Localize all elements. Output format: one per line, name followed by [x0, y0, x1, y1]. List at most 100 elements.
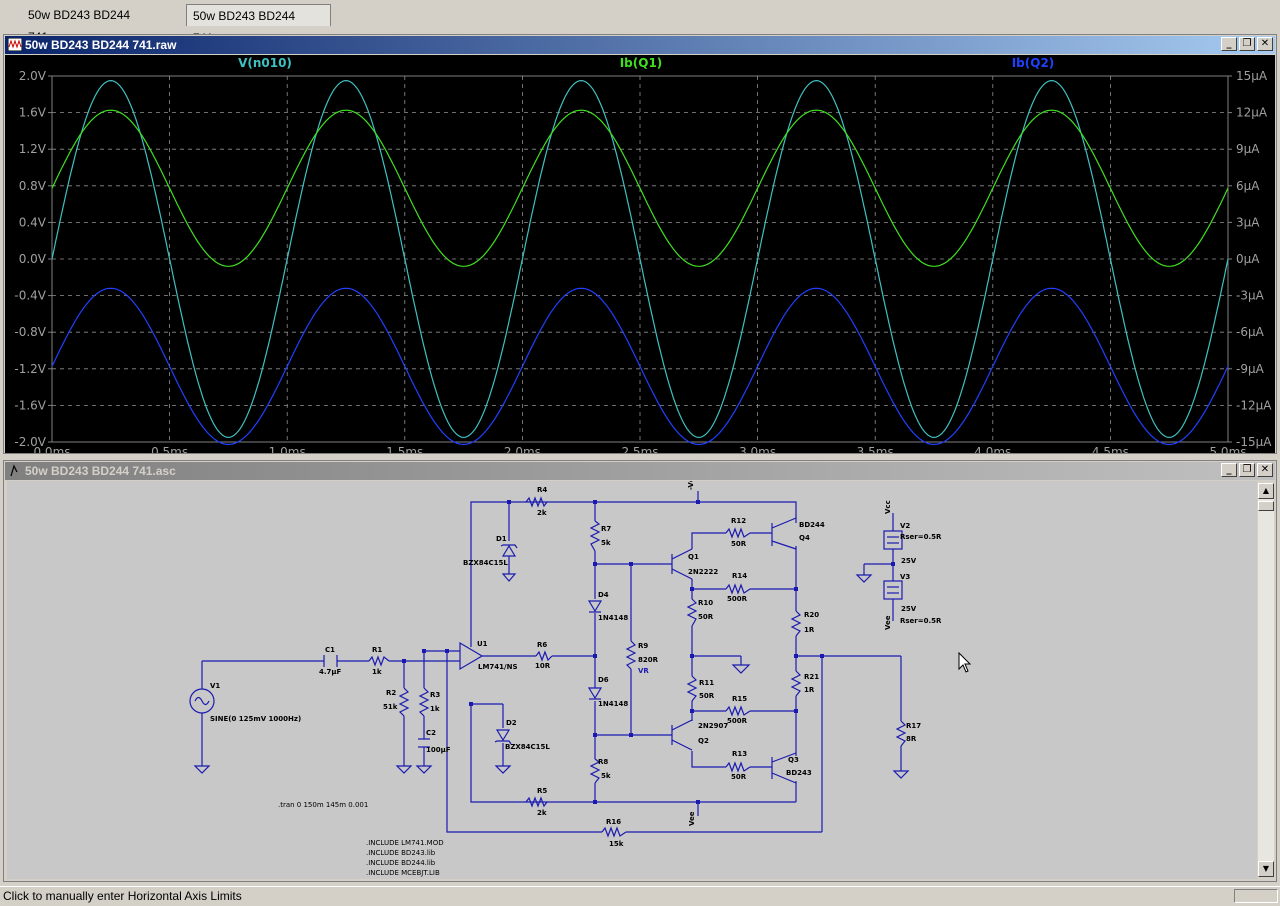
y2-tick-label[interactable]: 12µA [1236, 106, 1268, 120]
x-tick-label[interactable]: 4.5ms [1092, 445, 1129, 453]
component-label[interactable]: 50R [699, 692, 715, 700]
x-tick-label[interactable]: 0.5ms [151, 445, 188, 453]
component-label[interactable]: R10 [698, 599, 713, 607]
component-label[interactable]: Vcc [884, 500, 892, 514]
component-label[interactable]: 51k [383, 703, 398, 711]
component-label[interactable]: Rser=0.5R [900, 533, 942, 541]
schematic-minimize-button[interactable]: _ [1221, 463, 1237, 477]
component-label[interactable]: R14 [732, 572, 747, 580]
minimize-button[interactable]: _ [1221, 37, 1237, 51]
y2-tick-label[interactable]: -12µA [1236, 398, 1272, 412]
component-label[interactable]: C1 [325, 646, 335, 654]
scroll-up-button[interactable]: ▲ [1258, 483, 1274, 499]
y2-tick-label[interactable]: 9µA [1236, 142, 1260, 156]
scroll-down-button[interactable]: ▼ [1258, 861, 1274, 877]
component-label[interactable]: 15k [609, 840, 624, 848]
include-directive[interactable]: .INCLUDE BD243.lib [366, 849, 436, 857]
schematic-maximize-button[interactable]: ❐ [1239, 463, 1255, 477]
include-directive[interactable]: .INCLUDE LM741.MOD [366, 839, 444, 847]
x-tick-label[interactable]: 2.0ms [504, 445, 541, 453]
component-label[interactable]: D1 [496, 535, 507, 543]
component-label[interactable]: Q4 [799, 534, 810, 542]
component-label[interactable]: 1R [804, 686, 815, 694]
component-label[interactable]: 1R [804, 626, 815, 634]
y2-tick-label[interactable]: -15µA [1236, 435, 1272, 449]
include-directive[interactable]: .INCLUDE BD244.lib [366, 859, 436, 867]
component-label[interactable]: R21 [804, 673, 819, 681]
y-tick-label[interactable]: -1.2V [14, 362, 46, 376]
component-label[interactable]: BZX84C15L [505, 743, 550, 751]
component-label[interactable]: R11 [699, 679, 714, 687]
component-label[interactable]: 2N2907 [698, 722, 728, 730]
component-label[interactable]: R6 [537, 641, 547, 649]
component-label[interactable]: D2 [506, 719, 517, 727]
x-tick-label[interactable]: 4.0ms [974, 445, 1011, 453]
component-label[interactable]: 25V [901, 605, 917, 613]
tab-waveform-raw[interactable]: 50w BD243 BD244 741.raw [186, 4, 331, 45]
y-tick-label[interactable]: 0.8V [19, 179, 47, 193]
component-label[interactable]: Q3 [788, 756, 799, 764]
component-label[interactable]: 8R [906, 735, 917, 743]
component-label[interactable]: 1k [372, 668, 382, 676]
scroll-thumb[interactable] [1258, 501, 1274, 511]
y2-tick-label[interactable]: 3µA [1236, 215, 1260, 229]
schematic-window-titlebar[interactable]: 50w BD243 BD244 741.asc _ ❐ ✕ [5, 462, 1275, 480]
x-tick-label[interactable]: 3.0ms [739, 445, 776, 453]
component-label[interactable]: 1N4148 [598, 614, 628, 622]
legend-entry-1[interactable]: Ib(Q1) [620, 56, 663, 70]
component-label[interactable]: R9 [638, 642, 648, 650]
component-label[interactable]: 2k [537, 809, 547, 817]
component-label[interactable]: 50R [731, 540, 747, 548]
component-label[interactable]: 50R [698, 613, 714, 621]
component-label[interactable]: Q2 [698, 737, 709, 745]
component-label[interactable]: R3 [430, 691, 440, 699]
waveform-window-titlebar[interactable]: 50w BD243 BD244 741.raw _ ❐ ✕ [5, 36, 1275, 54]
y2-tick-label[interactable]: -6µA [1236, 325, 1265, 339]
component-label[interactable]: 1k [430, 705, 440, 713]
component-label[interactable]: 500R [727, 717, 748, 725]
component-label[interactable]: R17 [906, 722, 921, 730]
component-label[interactable]: 820R [638, 656, 659, 664]
component-label[interactable]: 5k [601, 539, 611, 547]
component-label[interactable]: D4 [598, 591, 609, 599]
y-tick-label[interactable]: 1.2V [19, 142, 47, 156]
component-label[interactable]: R13 [732, 750, 747, 758]
close-button[interactable]: ✕ [1257, 37, 1273, 51]
component-label[interactable]: BZX84C15L [463, 559, 508, 567]
component-label[interactable]: 5k [601, 772, 611, 780]
x-tick-label[interactable]: 2.5ms [621, 445, 658, 453]
y-tick-label[interactable]: -0.4V [14, 289, 46, 303]
spice-directive-includes[interactable]: .INCLUDE LM741.MOD .INCLUDE BD243.lib .INC… [366, 839, 444, 877]
y2-tick-label[interactable]: -3µA [1236, 289, 1265, 303]
y-tick-label[interactable]: -1.6V [14, 398, 46, 412]
component-label[interactable]: 2N2222 [688, 568, 718, 576]
component-label[interactable]: 50R [731, 773, 747, 781]
schematic-close-button[interactable]: ✕ [1257, 463, 1273, 477]
component-label[interactable]: 10R [535, 662, 551, 670]
component-label[interactable]: VR [638, 667, 649, 675]
component-label[interactable]: 25V [901, 557, 917, 565]
component-label[interactable]: LM741/NS [478, 663, 518, 671]
component-label[interactable]: -Vcc [687, 481, 695, 490]
component-label[interactable]: R4 [537, 486, 547, 494]
component-label[interactable]: D6 [598, 676, 609, 684]
component-label[interactable]: U1 [477, 640, 488, 648]
component-label[interactable]: V1 [210, 682, 220, 690]
component-label[interactable]: Rser=0.5R [900, 617, 942, 625]
y-tick-label[interactable]: -2.0V [14, 435, 46, 449]
x-tick-label[interactable]: 1.0ms [269, 445, 306, 453]
y2-tick-label[interactable]: 6µA [1236, 179, 1260, 193]
y2-tick-label[interactable]: 15µA [1236, 69, 1268, 83]
component-label[interactable]: V2 [900, 522, 910, 530]
y2-tick-label[interactable]: 0µA [1236, 252, 1260, 266]
legend-entry-2[interactable]: Ib(Q2) [1012, 56, 1055, 70]
schematic-vertical-scrollbar[interactable]: ▲ ▼ [1258, 483, 1274, 877]
component-label[interactable]: R5 [537, 787, 547, 795]
component-label[interactable]: R7 [601, 525, 611, 533]
component-label[interactable]: BD243 [786, 769, 812, 777]
component-label[interactable]: R1 [372, 646, 382, 654]
include-directive[interactable]: .INCLUDE MCEBJT.LIB [366, 869, 440, 877]
y-tick-label[interactable]: -0.8V [14, 325, 46, 339]
x-tick-label[interactable]: 1.5ms [386, 445, 423, 453]
component-label[interactable]: R15 [732, 695, 747, 703]
